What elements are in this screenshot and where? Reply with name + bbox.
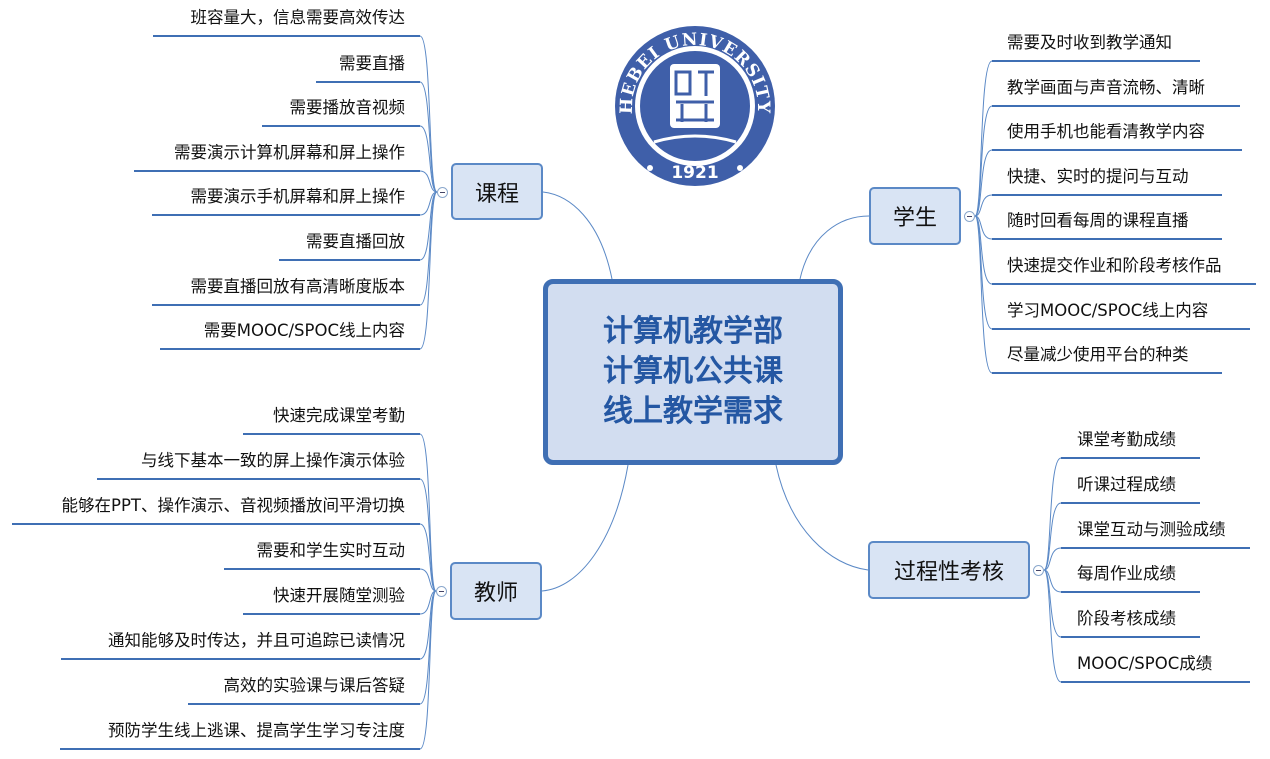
link-teacher-item-3 (419, 523, 437, 592)
university-logo: HEBEI UNIVERSITY 1921 (615, 26, 775, 186)
branch-teacher[interactable]: 教师 (450, 562, 542, 620)
course-item-5[interactable]: 需要演示手机屏幕和屏上操作 (190, 187, 406, 206)
course-item-8[interactable]: 需要MOOC/SPOC线上内容 (203, 321, 405, 340)
course-item-4[interactable]: 需要演示计算机屏幕和屏上操作 (174, 143, 405, 162)
branch-student-label: 学生 (892, 206, 937, 231)
teacher-item-6[interactable]: 通知能够及时传达，并且可追踪已读情况 (108, 631, 405, 650)
assessment-item-5[interactable]: 阶段考核成绩 (1077, 609, 1176, 628)
teacher-item-2[interactable]: 与线下基本一致的屏上操作演示体验 (141, 451, 405, 470)
branch-assessment[interactable]: 过程性考核 (868, 541, 1030, 599)
link-teacher-item-4 (419, 568, 437, 592)
link-teacher-item-8 (419, 590, 437, 750)
link-course-item-8 (419, 191, 438, 350)
teacher-item-4[interactable]: 需要和学生实时互动 (256, 541, 406, 560)
link-assessment-item-3 (1043, 547, 1062, 571)
teacher-item-8[interactable]: 预防学生线上逃课、提高学生学习专注度 (108, 721, 405, 740)
central-topic[interactable]: 计算机教学部 计算机公共课 线上教学需求 (543, 279, 843, 465)
student-item-2[interactable]: 教学画面与声音流畅、清晰 (1007, 78, 1205, 97)
link-center-student (799, 215, 870, 280)
assessment-item-4[interactable]: 每周作业成绩 (1077, 564, 1176, 583)
link-student-item-3 (974, 149, 993, 217)
assessment-item-2[interactable]: 听课过程成绩 (1077, 475, 1176, 494)
course-item-7[interactable]: 需要直播回放有高清晰度版本 (190, 277, 406, 296)
branch-course-label: 课程 (474, 181, 519, 207)
student-item-7[interactable]: 学习MOOC/SPOC线上内容 (1007, 301, 1209, 320)
assessment-item-1[interactable]: 课堂考勤成绩 (1077, 430, 1176, 449)
link-assessment-item-2 (1043, 502, 1062, 571)
central-topic-line-1: 计算机教学部 (603, 314, 783, 349)
link-center-teacher (541, 464, 629, 592)
course-item-6[interactable]: 需要直播回放 (306, 232, 405, 251)
seal-icon (670, 64, 720, 128)
course-item-2[interactable]: 需要直播 (339, 54, 405, 73)
link-student-item-2 (974, 105, 993, 217)
link-teacher-item-2 (419, 478, 437, 592)
link-course-item-3 (419, 125, 438, 193)
collapse-toggle-assessment[interactable] (1033, 565, 1044, 576)
logo-year: 1921 (671, 163, 718, 183)
link-student-item-8 (974, 215, 993, 374)
teacher-item-5[interactable]: 快速开展随堂测验 (273, 586, 405, 605)
link-course-item-2 (419, 81, 438, 193)
student-item-8[interactable]: 尽量减少使用平台的种类 (1007, 345, 1189, 364)
link-assessment-item-6 (1043, 569, 1062, 683)
link-assessment-item-5 (1043, 569, 1062, 638)
central-topic-line-2: 计算机公共课 (603, 354, 783, 389)
collapse-toggle-teacher[interactable] (436, 586, 447, 597)
assessment-item-6[interactable]: MOOC/SPOC成绩 (1077, 654, 1213, 673)
link-course-item-1 (419, 35, 438, 193)
student-item-1[interactable]: 需要及时收到教学通知 (1007, 33, 1172, 52)
teacher-item-1[interactable]: 快速完成课堂考勤 (273, 406, 405, 425)
collapse-toggle-student[interactable] (964, 211, 975, 222)
student-item-6[interactable]: 快速提交作业和阶段考核作品 (1007, 256, 1222, 275)
teacher-item-7[interactable]: 高效的实验课与课后答疑 (223, 676, 406, 695)
student-item-5[interactable]: 随时回看每周的课程直播 (1007, 211, 1189, 230)
assessment-item-3[interactable]: 课堂互动与测验成绩 (1077, 520, 1226, 539)
student-item-3[interactable]: 使用手机也能看清教学内容 (1007, 122, 1205, 141)
central-topic-line-3: 线上教学需求 (603, 394, 783, 429)
branch-teacher-label: 教师 (473, 581, 518, 606)
course-item-1[interactable]: 班容量大，信息需要高效传达 (190, 8, 406, 27)
teacher-item-3[interactable]: 能够在PPT、操作演示、音视频播放间平滑切换 (61, 496, 405, 515)
link-center-assessment (775, 464, 869, 571)
link-center-course (542, 191, 613, 280)
branch-assessment-label: 过程性考核 (893, 560, 1004, 585)
link-course-item-6 (419, 191, 438, 261)
link-course-item-4 (419, 170, 438, 193)
link-student-item-4 (974, 194, 993, 217)
course-item-3[interactable]: 需要播放音视频 (289, 98, 406, 117)
student-item-4[interactable]: 快捷、实时的提问与互动 (1007, 167, 1189, 186)
branch-course[interactable]: 课程 (451, 163, 543, 220)
branch-student[interactable]: 学生 (869, 187, 961, 245)
collapse-toggle-course[interactable] (437, 187, 448, 198)
